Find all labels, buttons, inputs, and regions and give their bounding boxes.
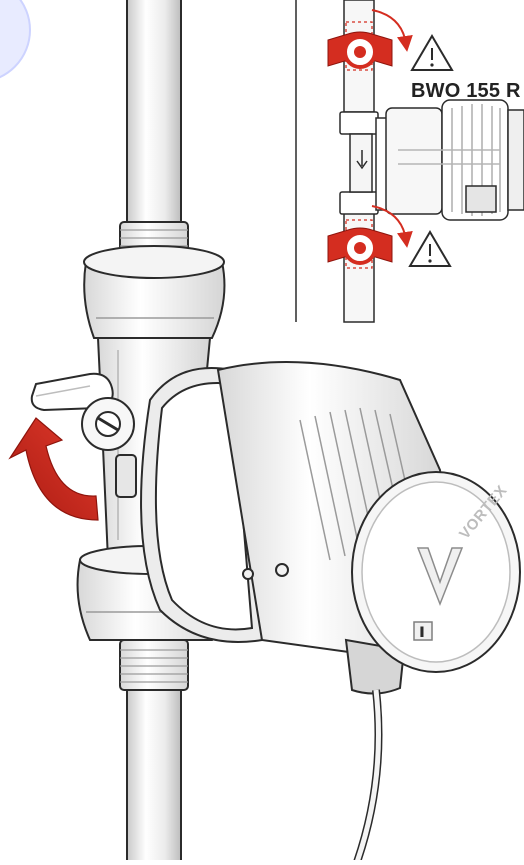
- inset-lower-valve[interactable]: [327, 227, 393, 265]
- valve-handle[interactable]: [30, 372, 135, 451]
- inset-pump: [375, 99, 524, 221]
- pump-end-cap: i: [351, 471, 521, 673]
- info-icon: i: [421, 625, 424, 639]
- upper-union-nut: [83, 245, 226, 339]
- inset-valve-body: [339, 111, 379, 215]
- model-label: BWO 155 R: [411, 80, 521, 102]
- inset-diagram: [327, 0, 524, 323]
- inset-lower-rotation-arrow-icon: [371, 205, 413, 248]
- lower-threaded-fitting: [119, 639, 189, 691]
- inset-upper-valve[interactable]: [327, 31, 393, 69]
- main-pipe: [126, 0, 182, 865]
- rotation-arrow-icon: [8, 417, 99, 521]
- flow-arrow-down-icon: [356, 150, 368, 170]
- warning-triangle-icon: [408, 230, 452, 267]
- corner-badge: [0, 0, 31, 79]
- inset-upper-rotation-arrow-icon: [371, 9, 413, 52]
- warning-triangle-icon: [410, 34, 454, 71]
